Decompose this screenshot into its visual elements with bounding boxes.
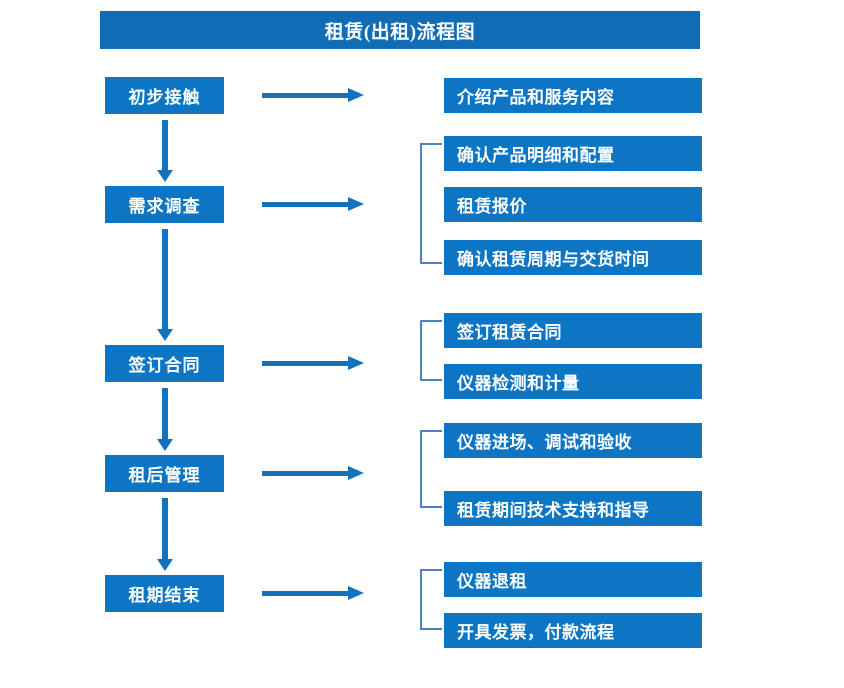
detail-box-queren-zulin-zhouqi[interactable]: 确认租赁周期与交货时间 [444,240,702,275]
detail-box-qianding-zulin-hetong[interactable]: 签订租赁合同 [444,313,702,348]
right-arrow-icon-2 [262,197,364,211]
right-arrow-icon-1 [262,88,364,102]
page-title: 租赁(出租)流程图 [100,11,700,49]
detail-box-queren-chanpin-mingxi[interactable]: 确认产品明细和配置 [444,136,702,171]
group-bracket-zuhouguanli [420,430,442,508]
stage-box-qiandinghetong[interactable]: 签订合同 [105,345,224,382]
stage-box-zuhouguanli[interactable]: 租后管理 [105,455,224,492]
detail-box-kaiju-fapiao-fukuan[interactable]: 开具发票，付款流程 [444,613,702,648]
down-arrow-icon-1 [157,120,173,182]
down-arrow-icon-4 [157,498,173,571]
detail-box-zulin-qijian-jishu-zhichi[interactable]: 租赁期间技术支持和指导 [444,491,702,526]
group-bracket-qiandinghetong [420,320,442,381]
group-bracket-xuqiudiaocha [420,143,442,264]
stage-box-chubujiechu[interactable]: 初步接触 [105,77,224,114]
group-bracket-zuqijieshu [420,569,442,630]
detail-box-jieshao-chanpin-fuwu[interactable]: 介绍产品和服务内容 [444,78,702,113]
stage-box-zuqijieshu[interactable]: 租期结束 [105,575,224,612]
detail-box-zulin-baojia[interactable]: 租赁报价 [444,187,702,222]
detail-box-yiqi-tuizu[interactable]: 仪器退租 [444,562,702,597]
detail-box-yiqi-jinchang-tiaoshi[interactable]: 仪器进场、调试和验收 [444,423,702,458]
down-arrow-icon-2 [157,229,173,341]
right-arrow-icon-3 [262,356,364,370]
detail-box-yiqi-jiance-jiliang[interactable]: 仪器检测和计量 [444,364,702,399]
down-arrow-icon-3 [157,388,173,451]
right-arrow-icon-4 [262,466,364,480]
stage-box-xuqiudiaocha[interactable]: 需求调查 [105,186,224,223]
right-arrow-icon-5 [262,586,364,600]
